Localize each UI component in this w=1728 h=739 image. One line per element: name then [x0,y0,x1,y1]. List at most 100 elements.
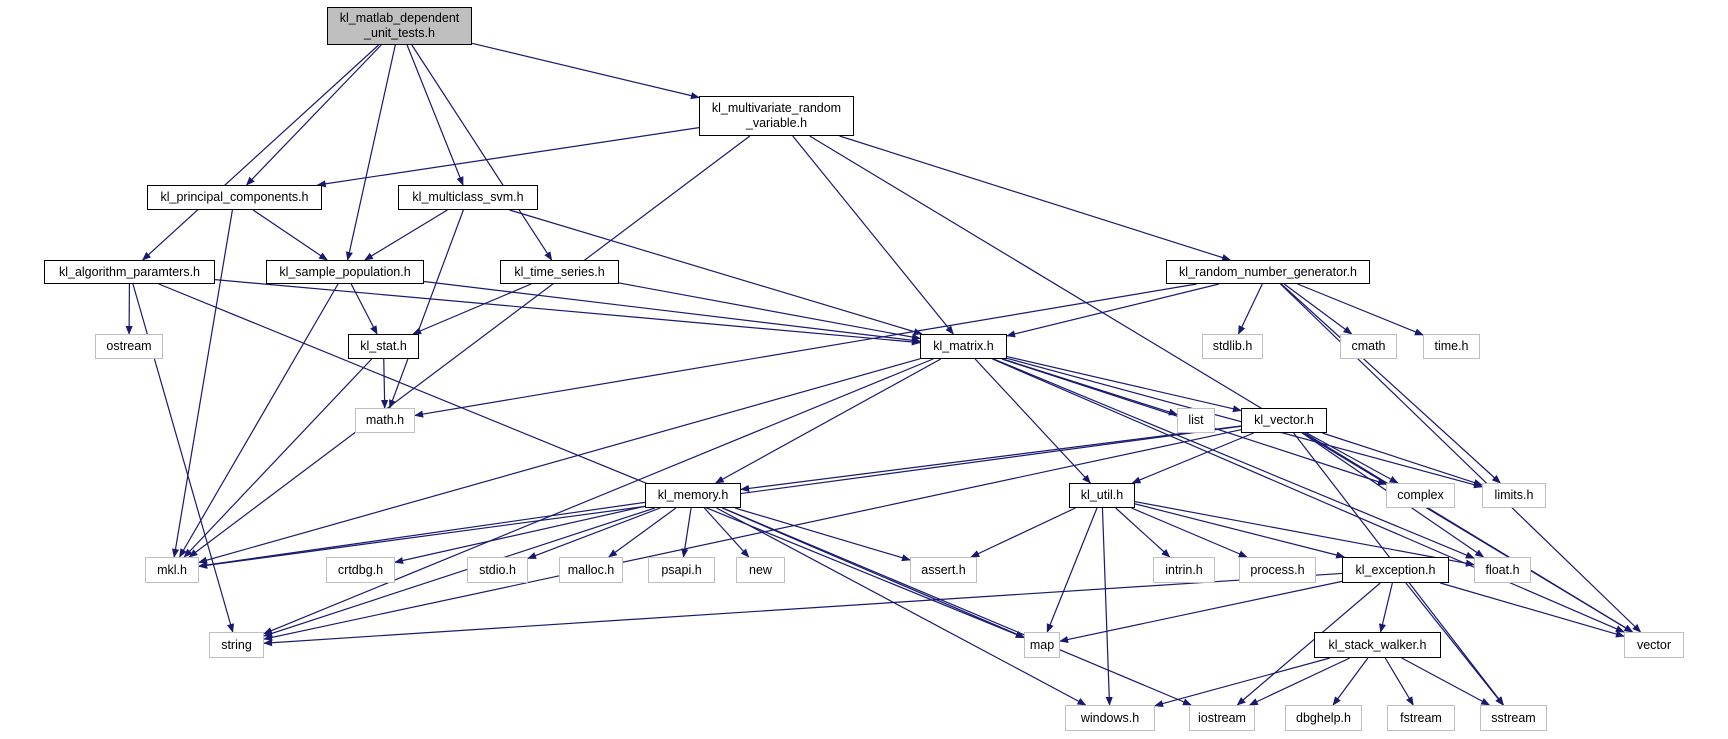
edge-memory-to-string [263,507,656,637]
edge-principal-to-sample [252,209,328,261]
node-kl-stat[interactable]: kl_stat.h [348,334,419,359]
edge-random-to-vector [1280,283,1642,633]
edge-vectorh-to-limits [1322,432,1483,486]
node-kl-exception[interactable]: kl_exception.h [1342,557,1449,583]
edge-matlab-to-algorithm [142,44,380,261]
edge-exception-to-sstream [1405,582,1504,706]
edge-multivariate-to-matrix [792,135,954,335]
edge-stackwalker-to-dbghelp [1332,657,1369,706]
edge-random-to-matrix [1006,283,1220,338]
node-process: process.h [1239,557,1316,583]
node-kl-principal-components[interactable]: kl_principal_components.h [147,185,322,210]
edge-util-to-assert [970,507,1076,558]
node-intrin: intrin.h [1153,557,1215,583]
node-string: string [209,632,264,658]
node-malloc: malloc.h [559,557,623,583]
edge-vectorh-to-complex [1306,432,1399,484]
node-kl-sample-population[interactable]: kl_sample_population.h [266,260,424,284]
node-kl-multiclass-svm[interactable]: kl_multiclass_svm.h [398,185,538,210]
node-assert: assert.h [910,557,977,583]
edge-multivariate-to-mkl [188,135,751,558]
edge-memory-to-mkl [198,501,646,569]
edge-stackwalker-to-windows [1154,657,1331,708]
node-stdlib: stdlib.h [1202,334,1263,359]
edge-vectorh-to-util [1131,432,1254,484]
edge-exception-to-iostream [1236,582,1381,706]
node-cmath: cmath [1340,334,1397,359]
edge-memory-to-new [703,507,750,558]
edge-memory-to-psapi [681,507,692,558]
edge-memory-to-malloc [608,507,677,558]
node-complex: complex [1386,483,1455,508]
node-kl-matlab-dependent-unit-tests[interactable]: kl_matlab_dependent _unit_tests.h [327,7,472,45]
node-kl-time-series[interactable]: kl_time_series.h [500,260,619,284]
edge-algorithm-to-string [132,283,234,633]
node-kl-multivariate-random-variable[interactable]: kl_multivariate_random _variable.h [699,96,854,136]
edge-sample-to-matrix [423,280,921,344]
edge-matlab-to-multivariate [471,42,700,100]
node-ostream: ostream [95,334,163,359]
node-iostream: iostream [1189,705,1255,731]
edge-timeseries-to-stat [412,283,532,335]
edge-matrix-to-mkl [198,358,921,564]
node-kl-algorithm-paramters[interactable]: kl_algorithm_paramters.h [44,260,215,284]
edge-timeseries-to-matrix [618,282,921,341]
node-fstream: fstream [1387,705,1455,731]
node-psapi: psapi.h [648,557,715,583]
node-limits: limits.h [1482,483,1546,508]
edge-matrix-to-vectorh [1006,355,1242,413]
edge-vectorh-to-vector [1304,432,1634,633]
node-time: time.h [1423,334,1480,359]
edge-util-to-windows [1101,507,1113,706]
edge-matlab-to-sample [345,44,396,261]
edge-multivariate-to-random [839,135,1232,261]
edge-memory-to-iostream [722,507,1192,706]
edge-random-to-cmath [1283,283,1353,335]
edge-algorithm-to-matrix [214,279,921,346]
edge-memory-to-stdio [527,507,661,559]
edge-util-to-float [1134,501,1475,567]
edge-sample-to-stat [350,283,378,335]
edge-matrix-to-util [974,358,1091,484]
edge-matrix-to-string [263,358,934,635]
edge-stat-to-mkl [183,358,373,558]
edge-util-to-exception [1134,503,1346,559]
node-sstream: sstream [1480,705,1547,731]
edge-matlab-to-principal [245,44,382,186]
edge-stackwalker-to-iostream [1248,657,1351,706]
node-kl-random-number-generator[interactable]: kl_random_number_generator.h [1166,260,1370,284]
node-kl-stack-walker[interactable]: kl_stack_walker.h [1314,632,1441,658]
node-stdio: stdio.h [467,557,528,583]
node-list: list [1177,408,1215,433]
edge-multiclass-to-sample [364,209,448,261]
edge-matrix-to-float [993,358,1475,559]
node-mkl: mkl.h [145,557,199,583]
edge-random-to-limits [1280,283,1501,484]
edge-memory-to-windows [716,507,1087,706]
edge-stat-to-math [380,358,389,409]
edge-matlab-to-multiclass [406,44,464,186]
node-kl-memory[interactable]: kl_memory.h [645,483,741,508]
edge-exception-to-map [1059,580,1343,644]
edge-exception-to-stackwalker [1379,582,1393,633]
edge-sample-to-mkl [179,283,339,558]
edge-util-to-process [1131,507,1248,558]
edge-matrix-to-memory [714,358,942,484]
edge-util-to-intrin [1115,507,1171,558]
node-kl-matrix[interactable]: kl_matrix.h [920,334,1007,359]
node-dbghelp: dbghelp.h [1285,705,1362,731]
node-kl-vector[interactable]: kl_vector.h [1241,408,1327,433]
edge-vectorh-to-string [263,429,1242,641]
edge-stackwalker-to-fstream [1384,657,1414,706]
edge-algorithm-to-map [158,283,1025,639]
node-map: map [1024,632,1060,658]
edge-multiclass-to-math [389,209,464,409]
edge-matrix-to-vector [992,358,1625,633]
edge-exception-to-vector [1440,582,1625,638]
edge-util-to-map [1046,507,1098,633]
node-vector: vector [1624,632,1684,658]
node-kl-util[interactable]: kl_util.h [1069,483,1135,508]
node-float: float.h [1474,557,1531,583]
edge-multivariate-to-principal [316,127,700,188]
